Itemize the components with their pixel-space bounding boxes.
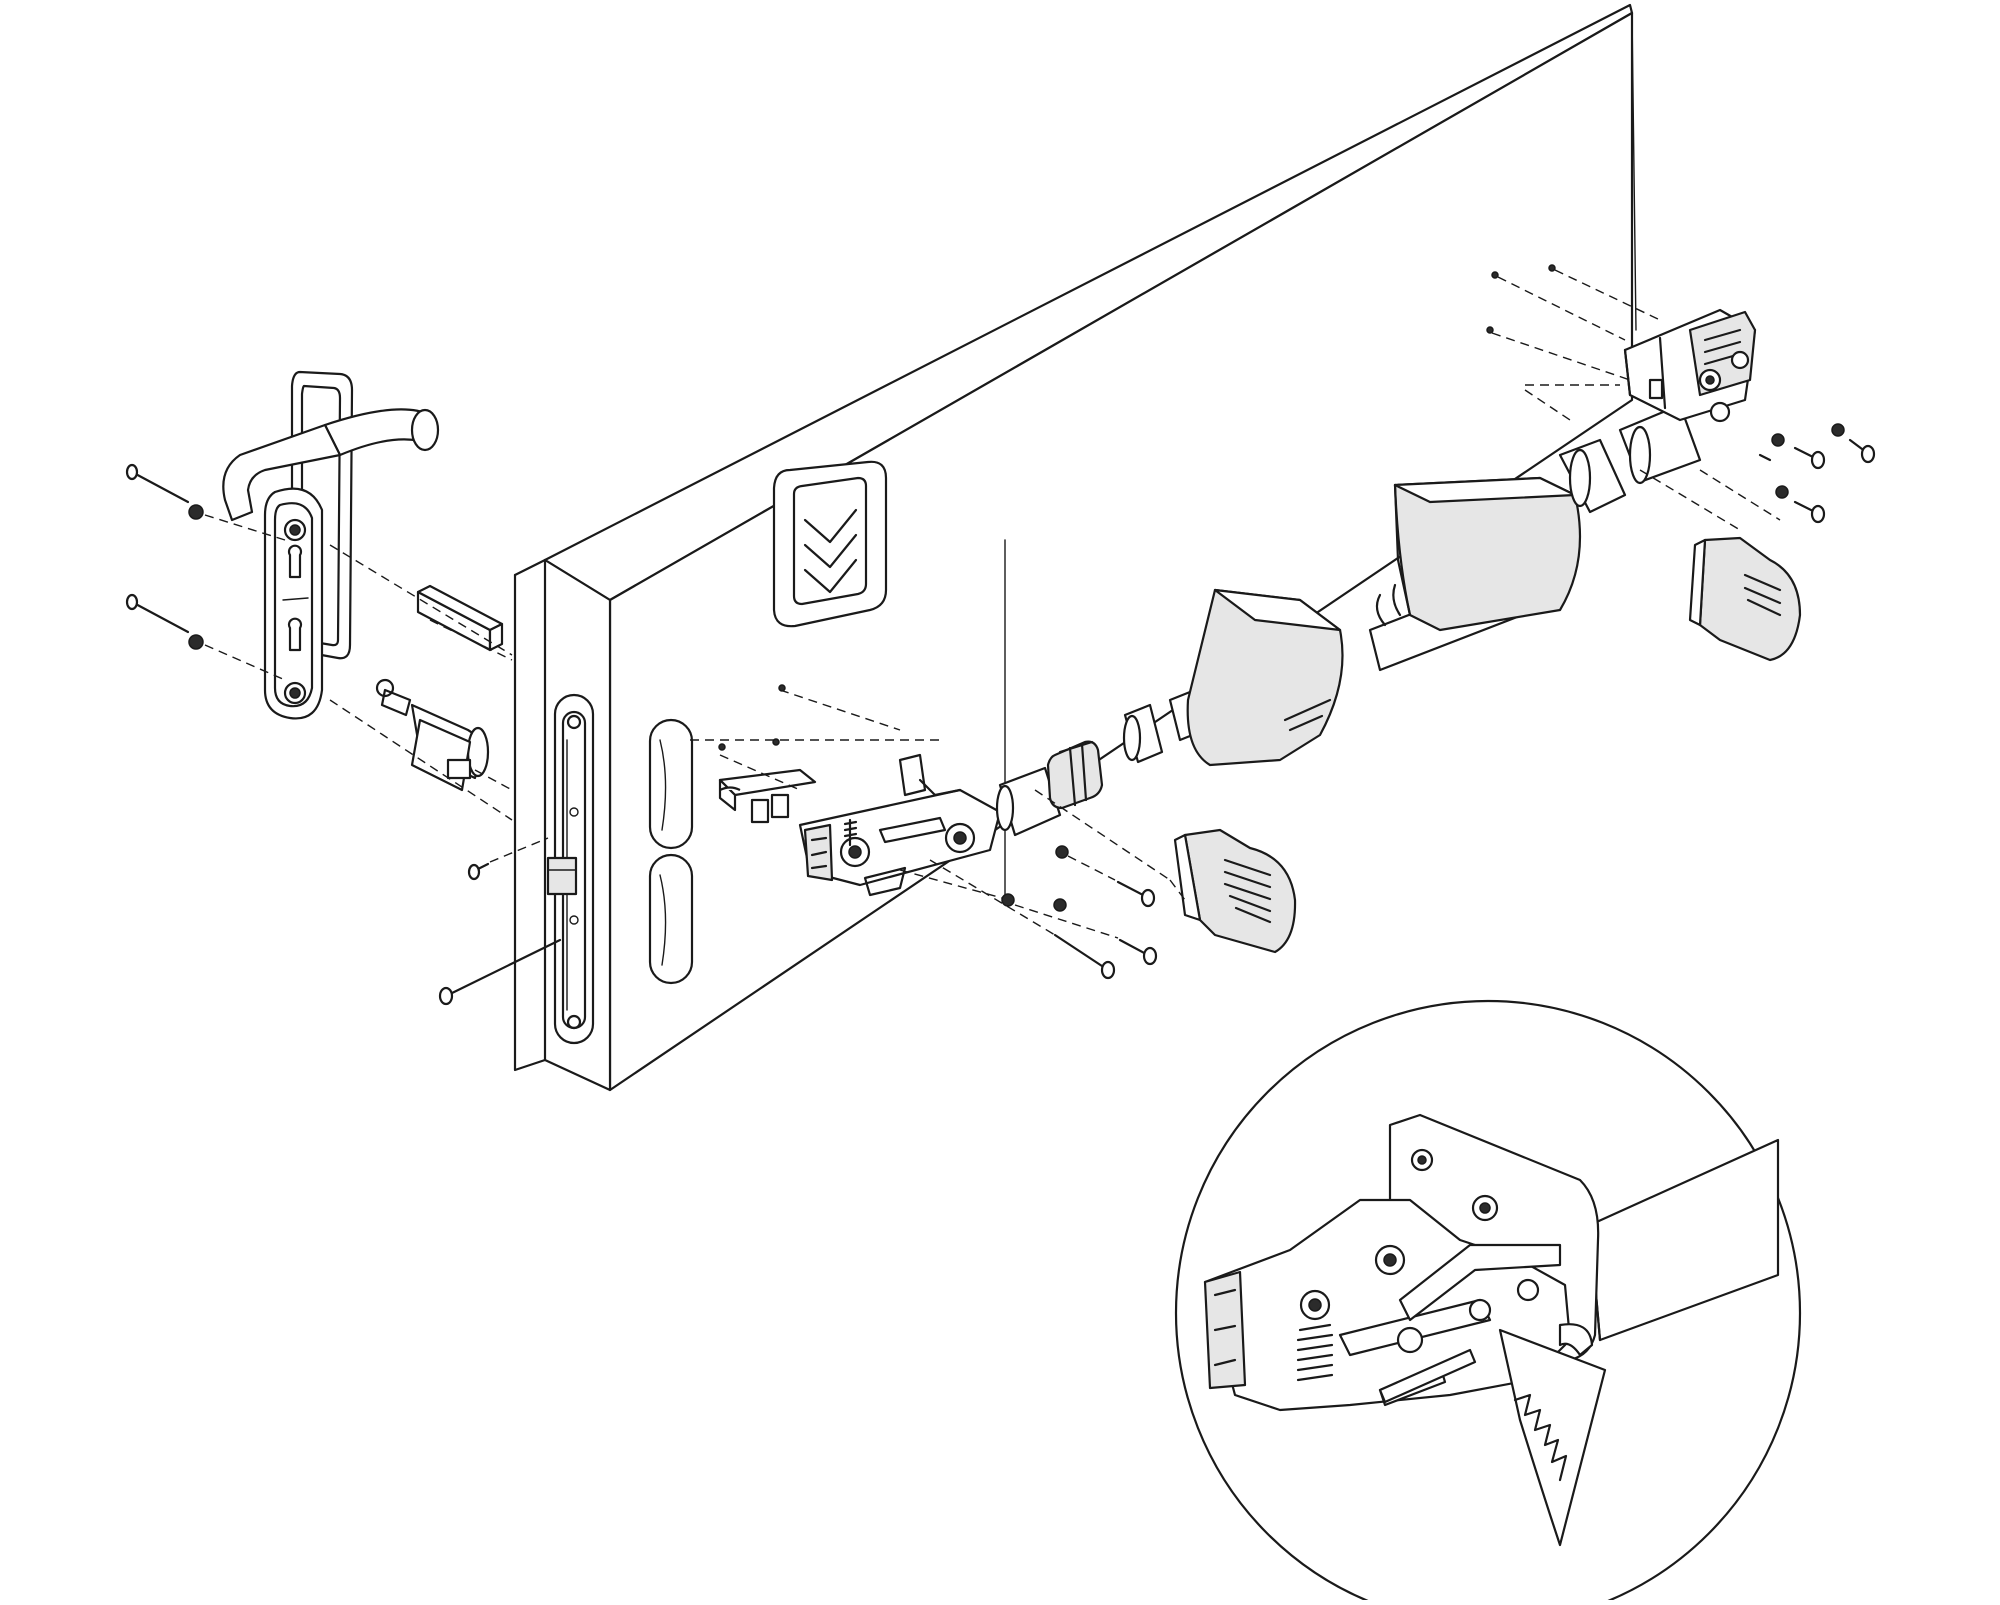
- profile-cylinder: [375, 678, 490, 792]
- latch-bolt: [546, 856, 578, 896]
- detail-magnifier: [1174, 999, 1802, 1605]
- fixing-screws-right-mechanism: [1486, 264, 1876, 531]
- mortice-lock: [546, 693, 595, 1045]
- lever-handle: [222, 408, 440, 522]
- push-bar-cover-right: [1393, 476, 1582, 632]
- end-caps: [1173, 536, 1802, 954]
- mechanism-rail: [690, 684, 940, 791]
- fixing-screws-left-mechanism: [899, 789, 1186, 980]
- spindle: [416, 584, 504, 652]
- fixing-screws-handle: [125, 463, 513, 821]
- saw-blade: [1498, 1328, 1607, 1547]
- door-slots: [648, 718, 694, 985]
- fixing-screws-door: [438, 837, 562, 1006]
- handle-escutcheon: [263, 487, 324, 720]
- push-bar-right-mechanism: [1558, 308, 1757, 514]
- push-bar-cover-left: [1186, 588, 1344, 767]
- brand-logo: [772, 460, 888, 628]
